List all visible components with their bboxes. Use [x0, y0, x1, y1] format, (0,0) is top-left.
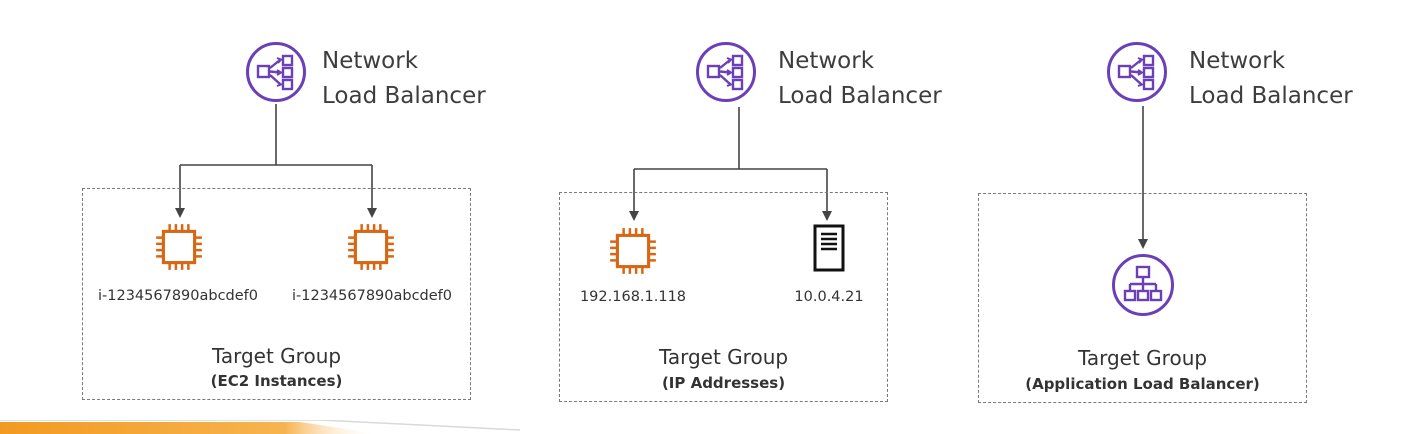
accent-bar — [0, 420, 520, 434]
nlb-label-line2: Load Balancer — [778, 83, 942, 109]
target-label: i-1234567890abcdef0 — [97, 288, 259, 304]
target-group-title: Target Group — [1077, 346, 1208, 370]
panel-ec2-instances: Network Load Balancer Target Group (EC2 … — [0, 0, 486, 434]
target-label: i-1234567890abcdef0 — [291, 288, 453, 304]
nlb-label: Network Load Balancer — [322, 44, 486, 114]
target-group-box: Target Group (Application Load Balancer) — [978, 193, 1307, 403]
nlb-label-line2: Load Balancer — [322, 83, 486, 109]
nlb-label-line1: Network — [1189, 48, 1286, 74]
nlb-label: Network Load Balancer — [778, 44, 942, 114]
target-group-box: Target Group (IP Addresses) — [559, 192, 888, 402]
target-group-subtitle: (EC2 Instances) — [210, 372, 343, 390]
ec2-instance-icon — [345, 221, 397, 273]
target-group-title: Target Group — [211, 344, 342, 368]
nlb-label-line1: Network — [322, 48, 419, 74]
application-load-balancer-icon — [1111, 253, 1175, 317]
server-icon — [812, 222, 846, 274]
connector-lines — [1138, 106, 1148, 249]
panel-ip-addresses: Network Load Balancer Target Group (IP A… — [540, 0, 960, 434]
target-group-title: Target Group — [658, 345, 789, 369]
ec2-instance-icon — [153, 221, 205, 273]
target-group-subtitle: (IP Addresses) — [661, 374, 786, 392]
nlb-label: Network Load Balancer — [1189, 44, 1353, 114]
target-group-subtitle: (Application Load Balancer) — [1025, 375, 1260, 393]
target-label: 10.0.4.21 — [794, 289, 864, 305]
panel-application-load-balancer: Network Load Balancer Target Group (Appl… — [970, 0, 1410, 434]
target-group-box: Target Group (EC2 Instances) — [82, 188, 471, 400]
ec2-instance-icon — [607, 225, 659, 277]
nlb-label-line2: Load Balancer — [1189, 83, 1353, 109]
connector-lines — [175, 104, 377, 218]
target-label: 192.168.1.118 — [579, 289, 687, 305]
nlb-label-line1: Network — [778, 48, 875, 74]
